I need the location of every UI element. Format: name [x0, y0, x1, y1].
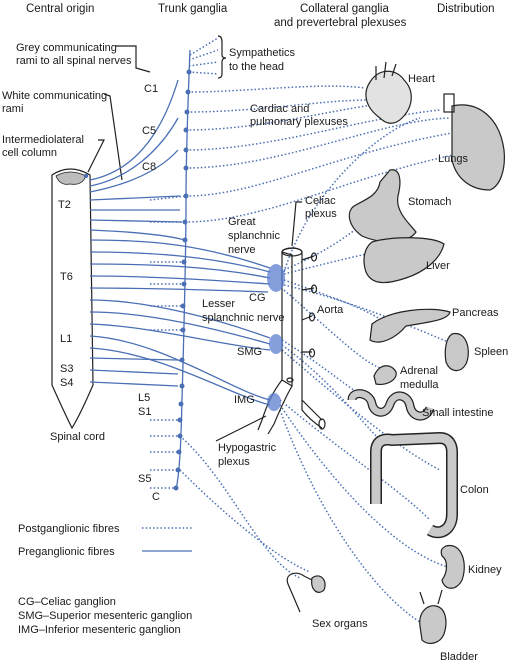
grey-rami-leader — [116, 45, 151, 73]
great-splanchnic-label-2: splanchnic — [228, 230, 280, 242]
cord-level-t2: T2 — [58, 199, 71, 211]
cardiac-label-2: pulmonary plexuses — [250, 116, 348, 128]
heart-illustration — [365, 61, 412, 124]
cord-level-t6: T6 — [60, 271, 73, 283]
spinal-cord — [51, 168, 94, 430]
aorta — [257, 247, 326, 435]
grey-rami-label-1: Grey communicating — [16, 42, 117, 54]
great-splanchnic-label-1: Great — [228, 216, 256, 228]
celiac-leader — [291, 201, 302, 247]
celiac-label-2: plexus — [305, 208, 337, 220]
liver-illustration — [363, 237, 445, 284]
celiac-ganglion — [267, 264, 285, 292]
adrenal-illustration — [373, 365, 397, 385]
hypogastric-leader — [215, 415, 267, 442]
symp-head-label-2: to the head — [229, 61, 284, 73]
inferior-mesenteric-ganglion — [267, 393, 281, 411]
cardiac-label-1: Cardiac and — [250, 103, 309, 115]
great-splanchnic-label-3: nerve — [228, 244, 256, 256]
aorta-label: Aorta — [317, 304, 344, 316]
cord-level-s4: S4 — [60, 377, 73, 389]
spinal-cord-label: Spinal cord — [50, 431, 105, 443]
lesser-splanchnic-label-1: Lesser — [202, 298, 235, 310]
header-central-origin: Central origin — [26, 3, 94, 15]
iml-label-1: Intermediolateral — [2, 134, 84, 146]
celiac-label-1: Celiac — [305, 195, 336, 207]
cg-label: CG — [249, 292, 266, 304]
sympathetic-chain — [173, 49, 192, 491]
chain-level-s5: S5 — [138, 473, 151, 485]
bladder-label: Bladder — [440, 651, 478, 663]
grey-rami-label-2: rami to all spinal nerves — [16, 55, 132, 67]
kidney-illustration — [440, 545, 465, 589]
iml-leader — [87, 139, 105, 173]
iml-label-2: cell column — [2, 147, 57, 159]
header-distribution: Distribution — [437, 3, 495, 15]
chain-level-c1: C1 — [144, 83, 158, 95]
superior-mesenteric-ganglion — [269, 334, 283, 354]
img-label: IMG — [234, 394, 255, 406]
lungs-label: Lungs — [438, 153, 468, 165]
smg-label: SMG — [237, 346, 262, 358]
stomach-label: Stomach — [408, 196, 451, 208]
legend-smg-def: SMG–Superior mesenteric ganglion — [18, 610, 192, 622]
adrenal-label-1: Adrenal — [400, 365, 438, 377]
stomach-illustration — [348, 169, 417, 243]
pancreas-illustration — [369, 308, 451, 343]
kidney-label: Kidney — [468, 564, 502, 576]
header-trunk-ganglia: Trunk ganglia — [158, 3, 228, 15]
pancreas-label: Pancreas — [452, 307, 499, 319]
white-rami-label-1: White communicating — [2, 90, 107, 102]
hypogastric-label-2: plexus — [218, 456, 250, 468]
legend-preganglionic-label: Preganglionic fibres — [18, 546, 115, 558]
hypogastric-label-1: Hypogastric — [218, 442, 277, 454]
legend: Postganglionic fibres Preganglionic fibr… — [18, 523, 192, 636]
spleen-label: Spleen — [474, 346, 508, 358]
white-rami-leader — [103, 93, 123, 181]
chain-level-c5: C5 — [142, 125, 156, 137]
adrenal-label-2: medulla — [400, 379, 439, 391]
chain-level-c8: C8 — [142, 161, 156, 173]
header-collateral-1: Collateral ganglia — [300, 3, 389, 15]
spleen-illustration — [444, 332, 469, 372]
preganglionic-fibres — [89, 79, 271, 406]
sex-organs-illustration — [286, 572, 326, 613]
lungs-illustration — [443, 93, 505, 191]
legend-postganglionic-label: Postganglionic fibres — [18, 523, 120, 535]
chain-level-l5: L5 — [138, 392, 150, 404]
head-bracket — [217, 35, 227, 79]
legend-cg-def: CG–Celiac ganglion — [18, 596, 116, 608]
colon-label: Colon — [460, 484, 489, 496]
white-rami-label-2: rami — [2, 103, 23, 115]
small-intestine-illustration — [347, 389, 435, 421]
legend-img-def: IMG–Inferior mesenteric ganglion — [18, 624, 181, 636]
colon-illustration — [370, 431, 458, 539]
bladder-illustration — [419, 589, 447, 644]
lesser-splanchnic-label-2: splanchnic nerve — [202, 312, 285, 324]
sex-organs-label: Sex organs — [312, 618, 368, 630]
symp-head-label-1: Sympathetics — [229, 47, 296, 59]
small-intestine-label: Small intestine — [422, 407, 494, 419]
cord-level-s3: S3 — [60, 363, 73, 375]
heart-label: Heart — [408, 73, 435, 85]
liver-label: Liver — [426, 260, 450, 272]
chain-level-c: C — [152, 491, 160, 503]
header-collateral-2: and prevertebral plexuses — [274, 17, 407, 29]
cord-level-l1: L1 — [60, 333, 72, 345]
chain-level-s1: S1 — [138, 406, 151, 418]
